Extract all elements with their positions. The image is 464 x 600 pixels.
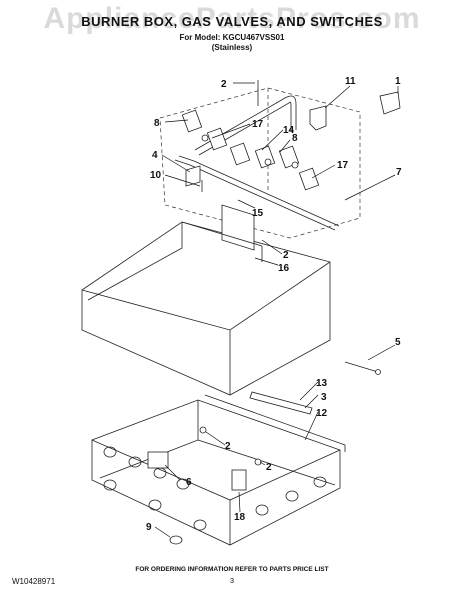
brackets (185, 80, 401, 192)
callout-18: 18 (234, 512, 246, 523)
callout-2: 2 (266, 462, 272, 473)
diagram-title: BURNER BOX, GAS VALVES, AND SWITCHES (81, 14, 383, 29)
callout-3: 3 (321, 392, 327, 403)
model-line: For Model: KGCU467VSS01 (179, 33, 285, 42)
callout-11: 11 (345, 76, 356, 87)
gas-valves (181, 109, 320, 191)
page-number: 3 (229, 576, 235, 585)
callout-2: 2 (221, 79, 227, 90)
callout-5: 5 (395, 337, 401, 348)
callout-8: 8 (154, 118, 160, 129)
callout-4: 4 (152, 150, 158, 161)
callout-2: 2 (283, 250, 289, 261)
callout-10: 10 (150, 170, 162, 181)
seal-strip (249, 391, 313, 415)
callout-12: 12 (316, 408, 328, 419)
callout-1: 1 (395, 76, 401, 87)
callout-numbers: 2 1 11 8 17 14 8 4 7 17 10 15 2 16 5 13 … (146, 76, 402, 533)
callout-14: 14 (283, 125, 295, 136)
callout-2: 2 (225, 441, 231, 452)
watermark: AppliancePartsPros.com (43, 2, 421, 35)
document-number: W10428971 (12, 577, 56, 586)
callout-6: 6 (186, 477, 192, 488)
gas-manifold (174, 95, 340, 231)
switch-component (344, 361, 381, 375)
base-pan (91, 394, 346, 546)
leader-lines (154, 82, 399, 538)
burner-box-tray (81, 204, 331, 396)
callout-9: 9 (146, 522, 152, 533)
callout-8: 8 (292, 133, 298, 144)
ordering-note: FOR ORDERING INFORMATION REFER TO PARTS … (135, 566, 329, 573)
callout-15: 15 (252, 208, 264, 219)
callout-17: 17 (337, 160, 349, 171)
finish-line: (Stainless) (211, 43, 253, 52)
valve-assembly-outline (159, 87, 361, 239)
callout-13: 13 (316, 378, 328, 389)
callout-16: 16 (278, 263, 290, 274)
callout-7: 7 (396, 167, 402, 178)
callout-17: 17 (252, 119, 264, 130)
